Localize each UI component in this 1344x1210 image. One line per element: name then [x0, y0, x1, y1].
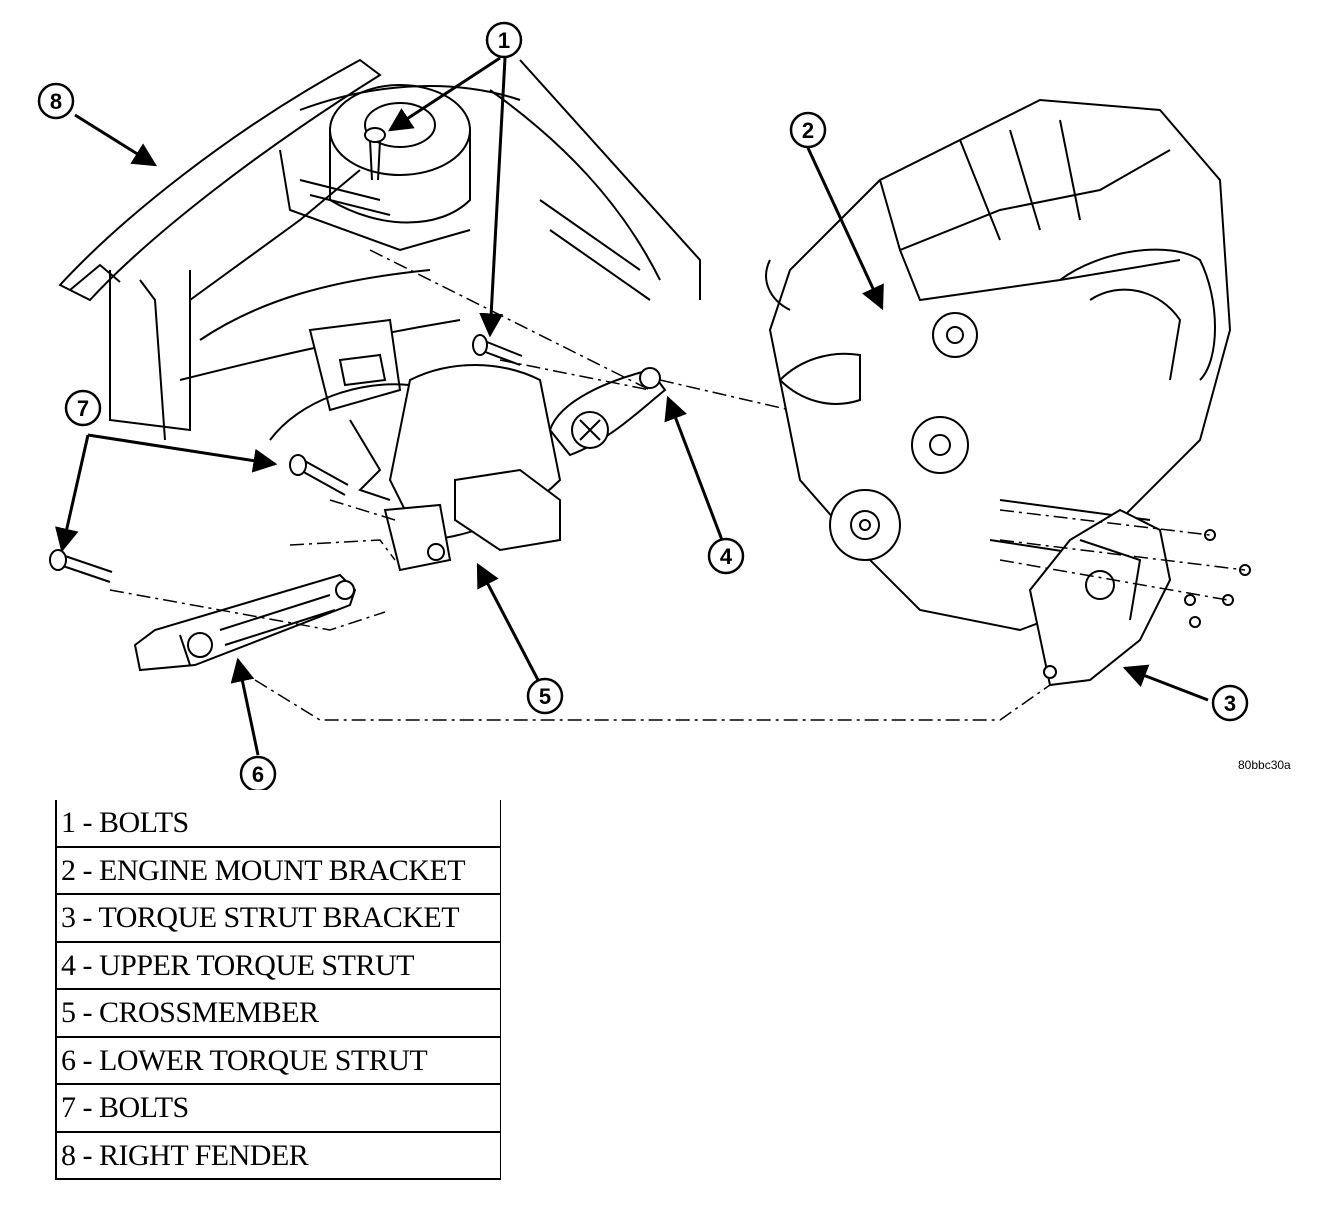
svg-text:7: 7 [77, 396, 89, 421]
callout-3: 3 [1211, 684, 1249, 722]
engine-drawing [765, 98, 1232, 632]
upper-torque-strut-drawing [548, 367, 667, 457]
legend-item-lower-torque-strut: 6 - LOWER TORQUE STRUT [55, 1036, 501, 1085]
callout-1: 1 [485, 21, 523, 59]
legend-row: 8 - RIGHT FENDER [55, 1131, 501, 1180]
legend-row: 4 - UPPER TORQUE STRUT [55, 941, 501, 990]
torque-strut-bracket-drawing [1028, 508, 1172, 687]
bolts-drawing [49, 127, 1251, 628]
legend-row: 1 - BOLTS [55, 800, 501, 848]
figure-code: 80bbc30a [1238, 758, 1291, 772]
legend-row: 3 - TORQUE STRUT BRACKET [55, 894, 501, 943]
engine-mount-diagram: 1 2 3 4 5 6 7 8 [37, 21, 1251, 790]
legend-item-torque-strut-bracket: 3 - TORQUE STRUT BRACKET [55, 894, 501, 943]
lower-torque-strut-drawing [133, 573, 357, 672]
legend-item-crossmember: 5 - CROSSMEMBER [55, 989, 501, 1038]
legend-row: 5 - CROSSMEMBER [55, 989, 501, 1038]
svg-text:5: 5 [539, 684, 551, 709]
legend-item-right-fender: 8 - RIGHT FENDER [55, 1131, 501, 1180]
legend-item-upper-torque-strut: 4 - UPPER TORQUE STRUT [55, 941, 501, 990]
callout-4: 4 [707, 537, 745, 575]
svg-text:6: 6 [252, 762, 264, 787]
svg-text:8: 8 [50, 89, 62, 114]
alignment-lines [109, 249, 1246, 721]
crossmember-drawing [269, 318, 562, 572]
strut-tower-drawing [279, 84, 471, 252]
callout-7: 7 [64, 389, 102, 427]
legend-row: 7 - BOLTS [55, 1084, 501, 1133]
svg-text:4: 4 [720, 544, 733, 569]
legend-row: 2 - ENGINE MOUNT BRACKET [55, 846, 501, 895]
legend-row: 6 - LOWER TORQUE STRUT [55, 1036, 501, 1085]
callout-6: 6 [239, 755, 277, 790]
callout-2: 2 [789, 111, 827, 149]
callout-8: 8 [37, 82, 75, 120]
callout-5: 5 [526, 677, 564, 715]
svg-text:3: 3 [1224, 691, 1236, 716]
svg-text:1: 1 [498, 28, 510, 53]
legend-item-engine-mount-bracket: 2 - ENGINE MOUNT BRACKET [55, 846, 501, 895]
legend-item-bolts: 1 - BOLTS [55, 800, 501, 848]
legend-table: 1 - BOLTS 2 - ENGINE MOUNT BRACKET 3 - T… [55, 800, 501, 1180]
legend-item-bolts-2: 7 - BOLTS [55, 1084, 501, 1133]
right-fender-drawing [58, 58, 701, 441]
callout-leaders [55, 56, 1209, 756]
svg-text:2: 2 [802, 118, 814, 143]
